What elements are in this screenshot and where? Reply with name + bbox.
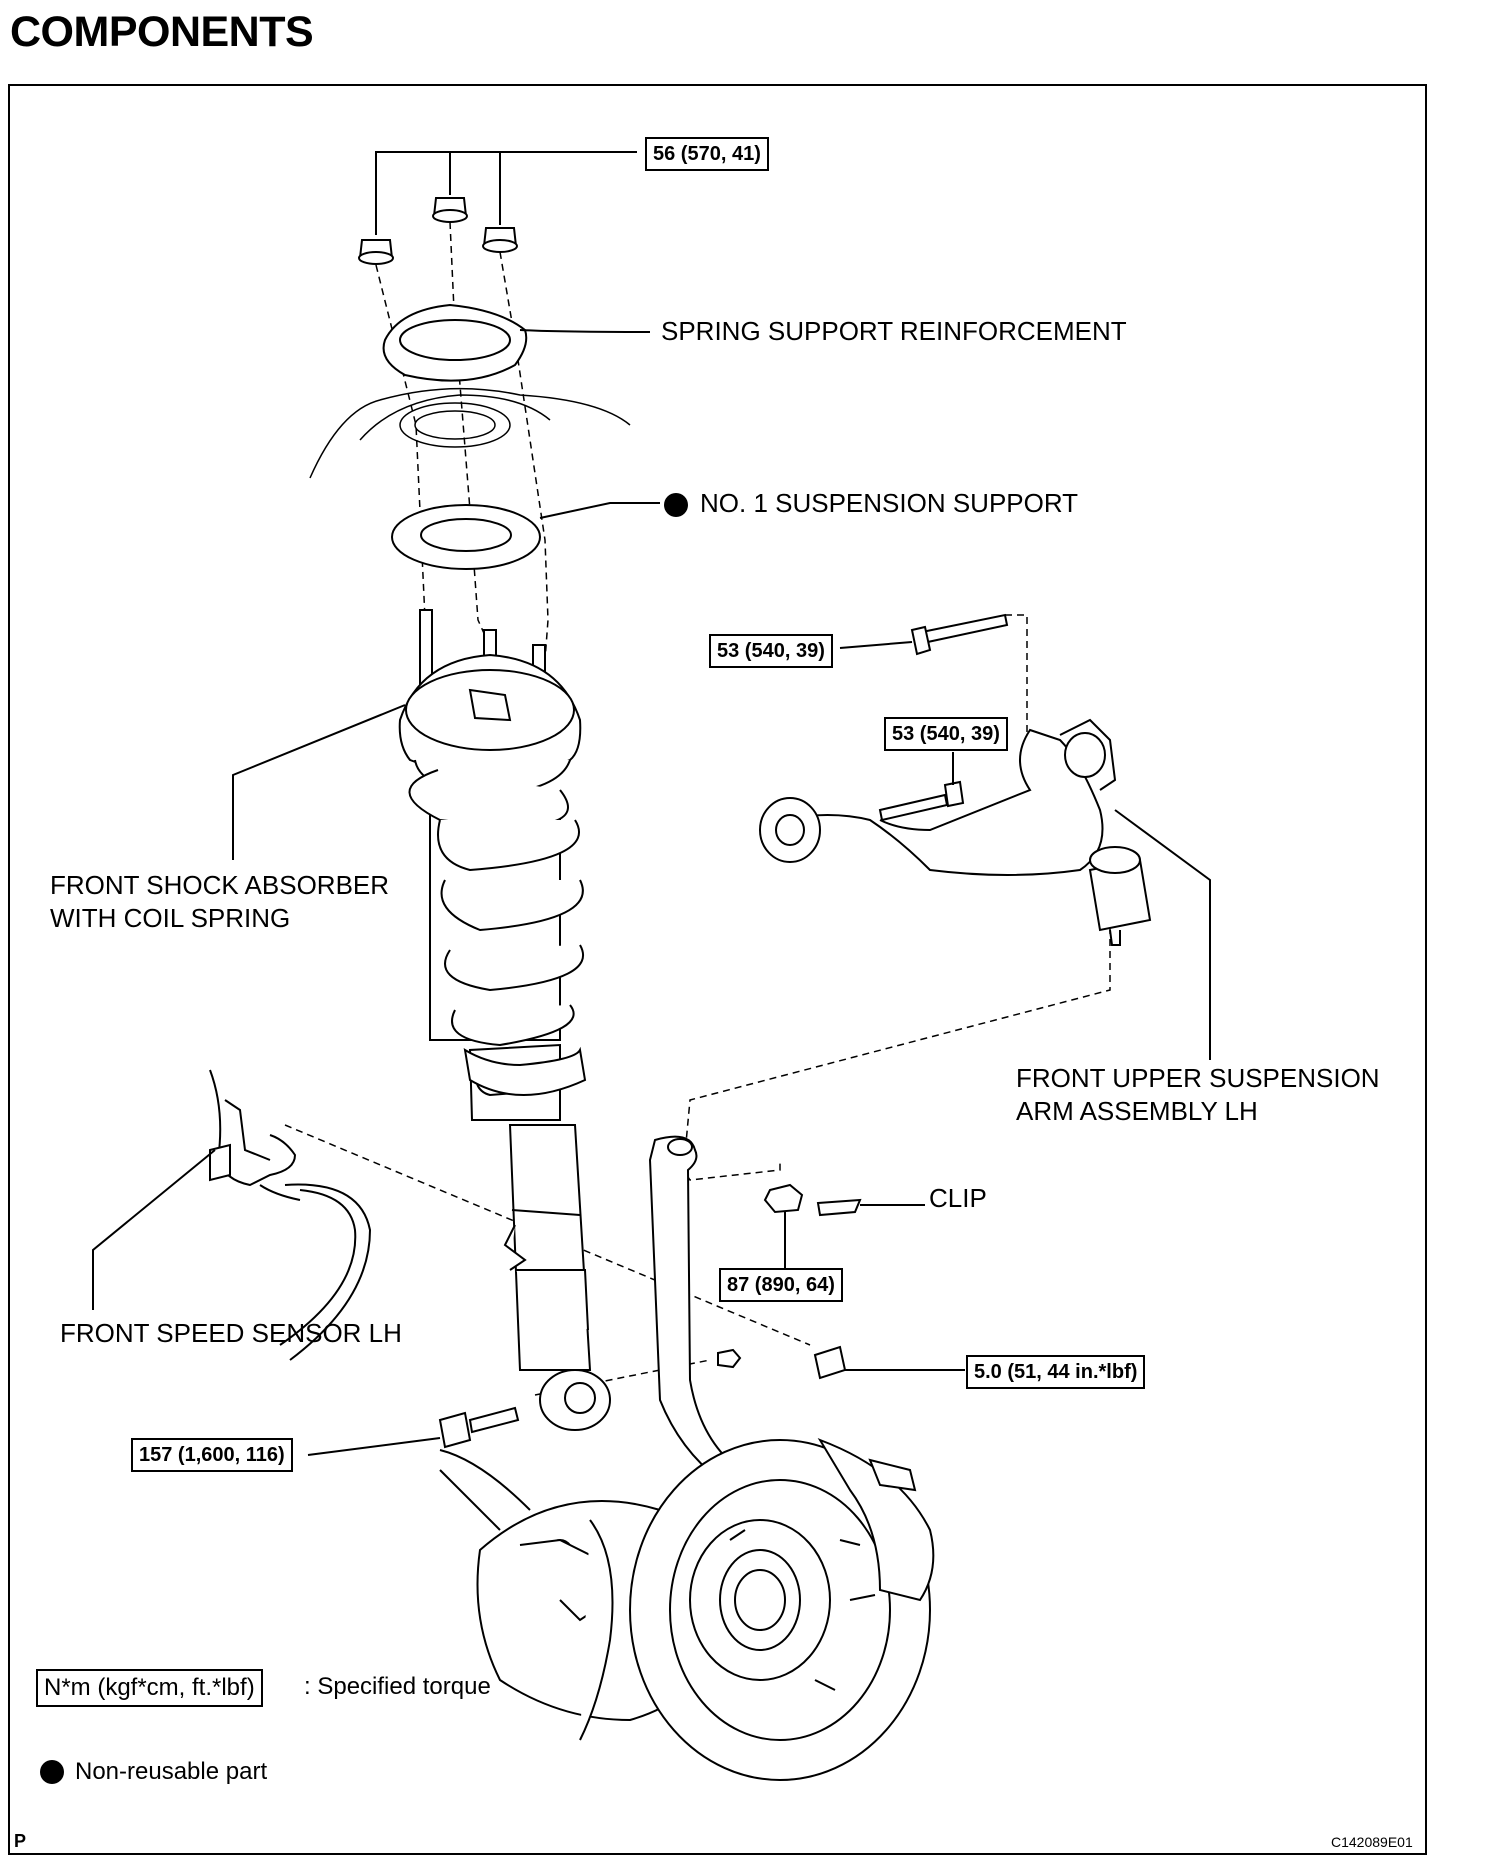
non-reusable-dot bbox=[664, 493, 688, 517]
legend-torque-unit-box: N*m (kgf*cm, ft.*lbf) bbox=[36, 1669, 263, 1707]
speed-sensor bbox=[209, 1069, 372, 1361]
figure-code: C142089E01 bbox=[1331, 1834, 1413, 1850]
shock-absorber-assembly bbox=[398, 609, 611, 1431]
legend-non-reusable-dot bbox=[40, 1760, 64, 1784]
flange-nut bbox=[358, 239, 394, 265]
label-front-upper-arm-line2: ARM ASSEMBLY LH bbox=[1016, 1096, 1258, 1126]
label-spring-support-reinforcement: SPRING SUPPORT REINFORCEMENT bbox=[661, 316, 1127, 346]
leader-shock-lower-bolt bbox=[307, 1437, 441, 1456]
leader-suspension-support bbox=[539, 502, 660, 519]
legend-torque-unit-text: : Specified torque bbox=[304, 1673, 491, 1700]
legend-non-reusable-text: Non-reusable part bbox=[75, 1758, 268, 1785]
label-no1-suspension-support: NO. 1 SUSPENSION SUPPORT bbox=[700, 488, 1079, 518]
torque-shock-lower-bolt: 157 (1,600, 116) bbox=[131, 1438, 293, 1472]
steering-knuckle bbox=[648, 1135, 742, 1482]
torque-sensor-bolt: 5.0 (51, 44 in.*lbf) bbox=[966, 1355, 1146, 1389]
leader-shock-absorber bbox=[232, 704, 406, 860]
leader-spring-support bbox=[519, 329, 651, 333]
label-front-upper-arm-line1: FRONT UPPER SUSPENSION bbox=[1016, 1063, 1380, 1093]
body-panel bbox=[309, 387, 631, 479]
torque-arm-bolt-lower: 53 (540, 39) bbox=[884, 717, 1008, 751]
arm-bolt-upper bbox=[910, 613, 1009, 656]
leader-arm-bolt-upper bbox=[839, 641, 913, 649]
hub-brake-assembly bbox=[439, 1438, 935, 1781]
castle-nut bbox=[763, 1183, 804, 1214]
leader-upper-arm bbox=[1114, 809, 1211, 1060]
label-front-shock-absorber-line2: WITH COIL SPRING bbox=[50, 903, 291, 933]
label-clip: CLIP bbox=[929, 1183, 987, 1213]
no1-suspension-support bbox=[391, 504, 541, 570]
label-front-shock-absorber-line1: FRONT SHOCK ABSORBER bbox=[50, 870, 390, 900]
flange-nut bbox=[432, 197, 468, 223]
clip bbox=[816, 1198, 862, 1217]
page-title: COMPONENTS bbox=[10, 8, 314, 56]
torque-arm-bolt-upper: 53 (540, 39) bbox=[709, 634, 833, 668]
flange-nut bbox=[482, 227, 518, 253]
shock-lower-bolt bbox=[438, 1406, 520, 1449]
torque-knuckle-nut: 87 (890, 64) bbox=[719, 1268, 843, 1302]
knuckle-small-nut bbox=[717, 1348, 742, 1369]
label-front-speed-sensor: FRONT SPEED SENSOR LH bbox=[60, 1318, 402, 1348]
upper-suspension-arm bbox=[759, 718, 1152, 946]
corner-mark: P bbox=[14, 1831, 27, 1851]
leader-speed-sensor bbox=[92, 1149, 216, 1310]
leader-top-nuts bbox=[375, 151, 637, 235]
arm-bolt-lower bbox=[878, 780, 965, 822]
diagram-frame bbox=[8, 84, 1427, 1855]
sensor-bolt bbox=[813, 1345, 847, 1380]
spring-support-reinforcement bbox=[382, 303, 528, 382]
torque-top-nuts: 56 (570, 41) bbox=[645, 137, 769, 171]
